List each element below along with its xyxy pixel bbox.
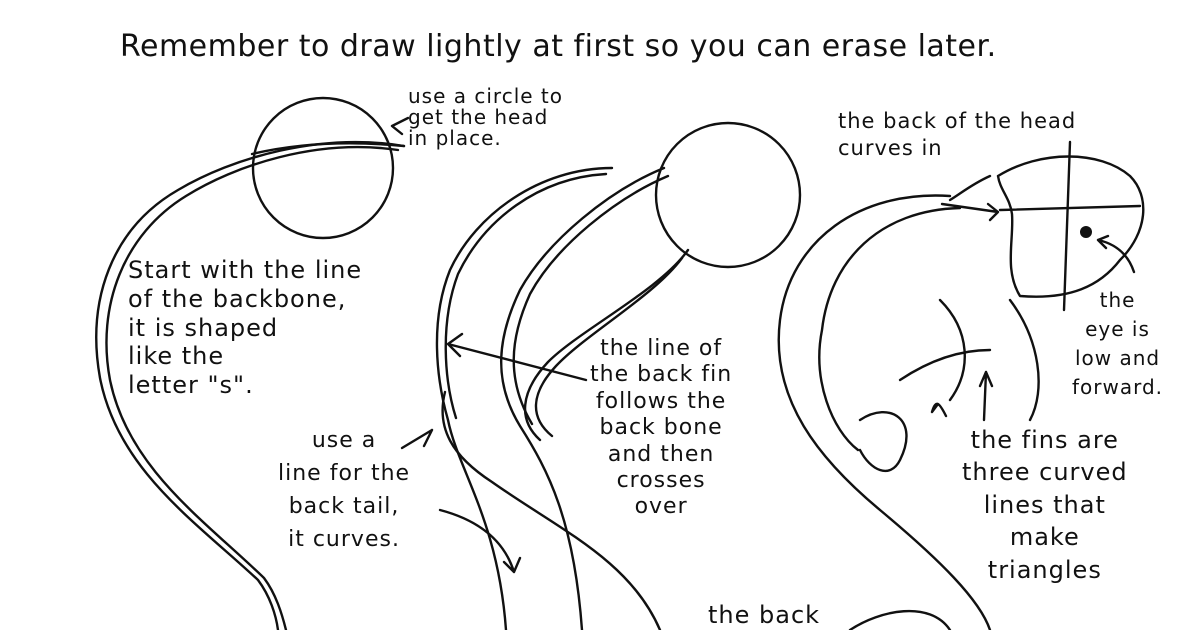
back-fin-line [499, 166, 666, 630]
panel-2-step-two [400, 121, 802, 630]
head-outline [996, 155, 1145, 298]
fin-curve-3 [858, 410, 908, 472]
body-outer-line [435, 166, 614, 630]
eye-mark [1080, 226, 1092, 238]
back-fin-line-double [512, 174, 670, 426]
note-eye: the eye is low and forward. [1072, 288, 1164, 399]
head-back-arrow [940, 202, 1000, 222]
fin-curve-2 [1008, 298, 1040, 422]
crossing-line [524, 248, 690, 442]
note-bottom-cut: the back [708, 601, 821, 629]
pointer-arrow-curve [438, 508, 522, 574]
pointer-arrow-fin-2 [930, 402, 948, 418]
head-circle-1 [251, 96, 395, 240]
tail-line [441, 390, 662, 630]
head-guide-vertical [1062, 140, 1072, 312]
note-backbone-start: Start with the line of the backbone, it … [128, 256, 363, 400]
pointer-arrow-fin [978, 370, 994, 422]
instruction-title: Remember to draw lightly at first so you… [120, 29, 997, 64]
panel-3-step-three [777, 140, 1145, 630]
note-back-fin: the line of the back fin follows the bac… [590, 336, 733, 520]
pointer-arrow-tail [400, 428, 434, 450]
note-head-circle: use a circle to get the head in place. [408, 84, 563, 150]
note-back-tail: use a line for the back tail, it curves. [278, 428, 411, 552]
head-back-curve [948, 174, 992, 202]
pointer-arrow-eye [1096, 234, 1136, 274]
note-back-of-head: the back of the head curves in [838, 109, 1077, 161]
backbone-s-curve-double [105, 146, 400, 630]
note-fins: the fins are three curved lines that mak… [962, 426, 1128, 584]
fin-curve-1 [938, 298, 966, 402]
pointer-arrow-circle [390, 116, 410, 136]
head-circle-2 [654, 121, 802, 269]
bottom-fin-shape [848, 609, 952, 630]
body-outer-line-double [444, 172, 608, 420]
body-curve-inner [818, 206, 962, 452]
crossing-line-double [534, 256, 684, 438]
body-curve-outer [777, 194, 992, 630]
fin-connector [898, 348, 992, 382]
pointer-arrow-backfin [446, 332, 588, 382]
panel-1-step-one [95, 96, 410, 630]
head-guide-horizontal [998, 204, 1142, 212]
backbone-s-curve [95, 140, 406, 630]
